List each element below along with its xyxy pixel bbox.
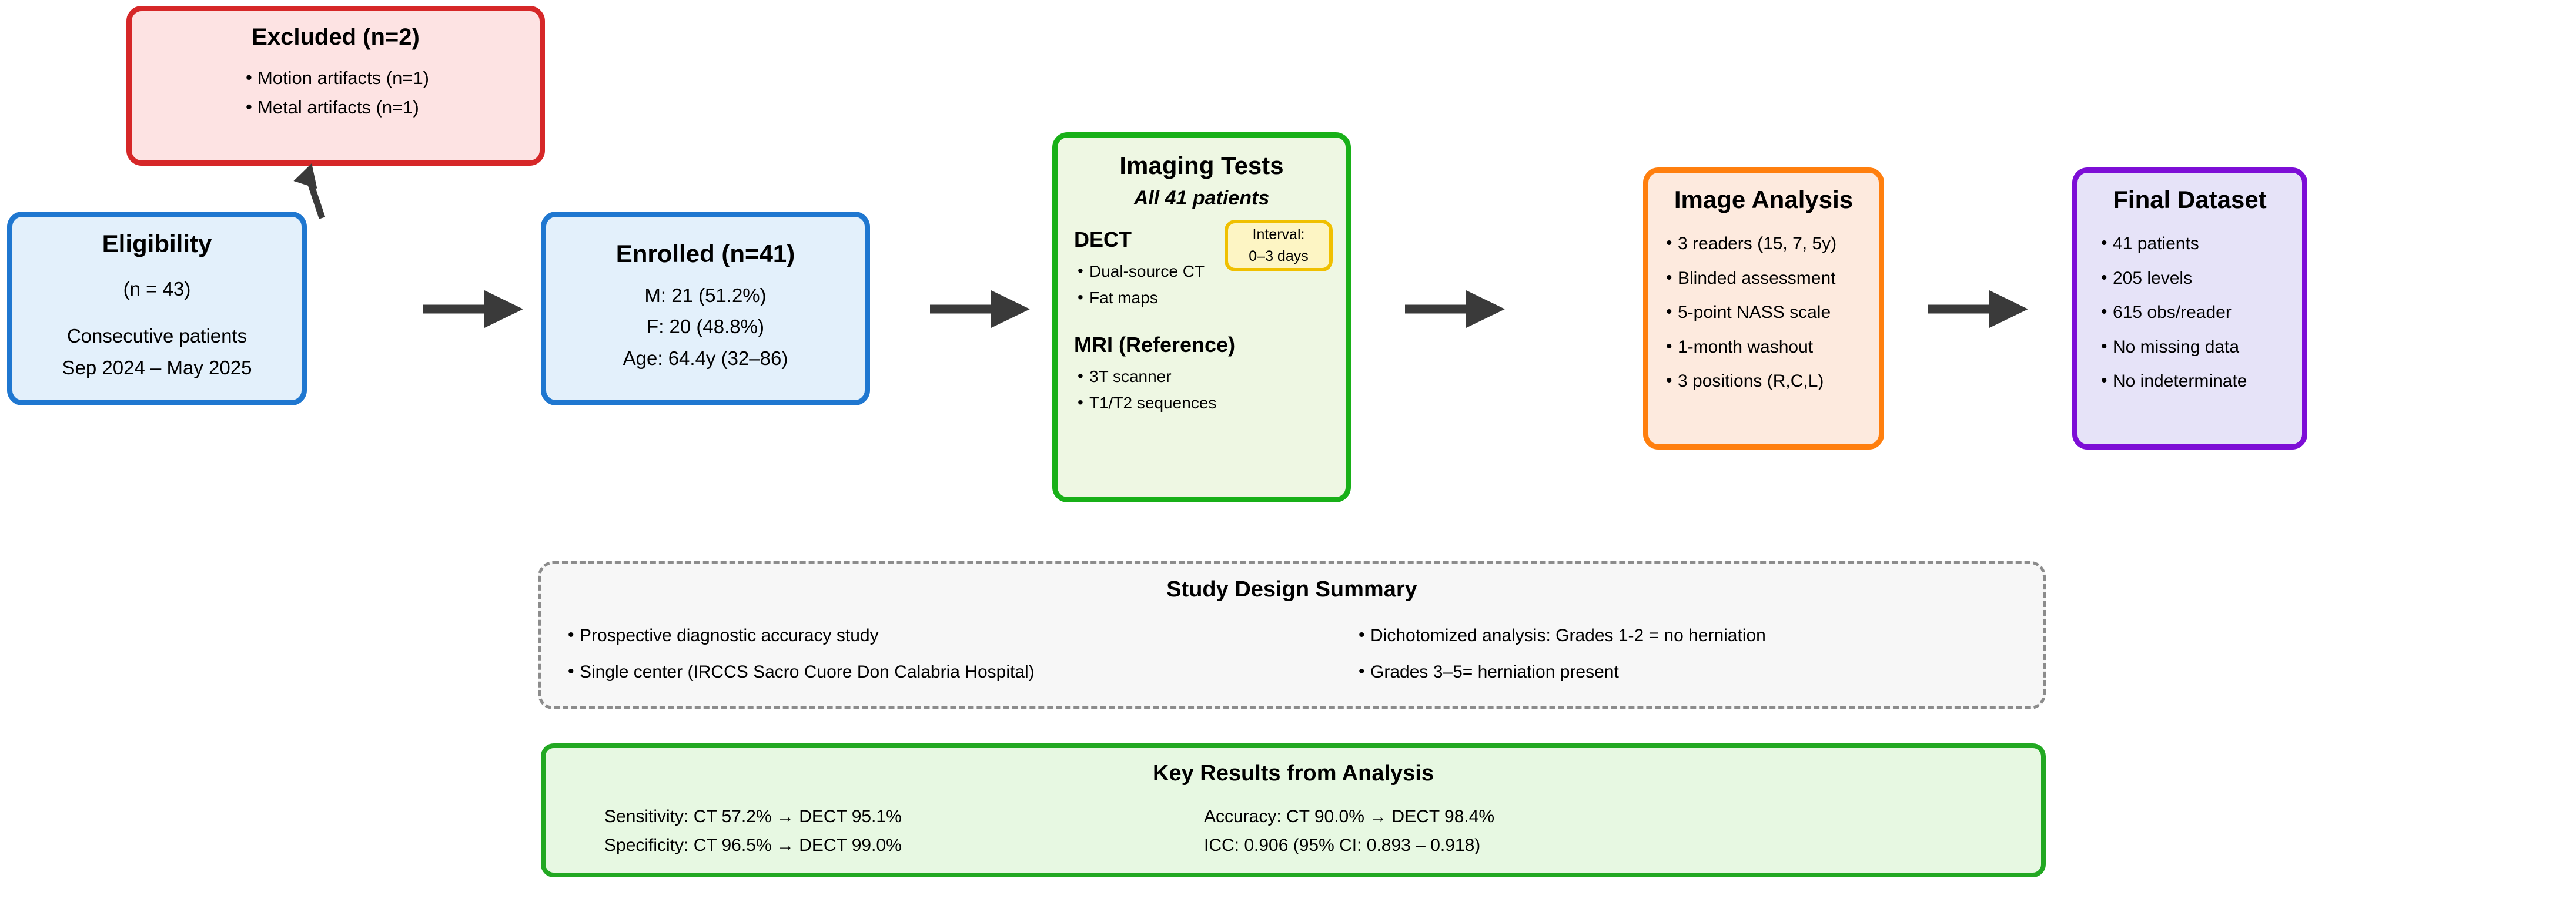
list-item: 1-month washout bbox=[1662, 330, 1836, 365]
node-imaging-title: Imaging Tests bbox=[1119, 152, 1284, 179]
list-item: No indeterminate bbox=[2097, 364, 2247, 399]
list-item: T1/T2 sequences bbox=[1074, 389, 1235, 416]
study-design-left-list: Prospective diagnostic accuracy study Si… bbox=[564, 617, 1355, 690]
study-design-right-list: Dichotomized analysis: Grades 1-2 = no h… bbox=[1355, 617, 2043, 690]
node-final-title: Final Dataset bbox=[2113, 186, 2267, 213]
list-item: Motion artifacts (n=1) bbox=[242, 63, 429, 93]
list-item: 205 levels bbox=[2097, 261, 2247, 296]
key-results-line: Accuracy: CT 90.0% → DECT 98.4% bbox=[1204, 807, 1495, 826]
interval-value: 0–3 days bbox=[1249, 248, 1309, 264]
node-eligibility: Eligibility (n = 43) Consecutive patient… bbox=[7, 212, 307, 405]
key-results-line: ICC: 0.906 (95% CI: 0.893 – 0.918) bbox=[1204, 835, 1481, 855]
list-item: 5-point NASS scale bbox=[1662, 295, 1836, 330]
key-results-title: Key Results from Analysis bbox=[1153, 761, 1434, 786]
node-final-list: 41 patients 205 levels 615 obs/reader No… bbox=[2097, 226, 2247, 399]
node-enrolled-line-1: M: 21 (51.2%) bbox=[644, 284, 767, 306]
dect-list: Dual-source CT Fat maps bbox=[1074, 257, 1205, 311]
flow-arrow-1 bbox=[423, 287, 529, 331]
node-imaging-subtitle: All 41 patients bbox=[1133, 187, 1270, 209]
key-results-columns: Sensitivity: CT 57.2% → DECT 95.1% Speci… bbox=[546, 803, 2041, 860]
interval-label: Interval: bbox=[1252, 226, 1305, 243]
node-eligibility-line-1: (n = 43) bbox=[123, 277, 191, 300]
mri-list: 3T scanner T1/T2 sequences bbox=[1074, 363, 1235, 417]
list-item: 3 positions (R,C,L) bbox=[1662, 364, 1836, 399]
node-image-analysis: Image Analysis 3 readers (15, 7, 5y) Bli… bbox=[1643, 167, 1884, 450]
node-analysis-title: Image Analysis bbox=[1674, 186, 1854, 213]
key-results-right-column: Accuracy: CT 90.0% → DECT 98.4% ICC: 0.9… bbox=[1204, 803, 2041, 860]
node-analysis-list: 3 readers (15, 7, 5y) Blinded assessment… bbox=[1662, 226, 1836, 399]
flow-arrow-2 bbox=[930, 287, 1036, 331]
study-design-left-column: Prospective diagnostic accuracy study Si… bbox=[541, 617, 1355, 690]
node-study-design-summary: Study Design Summary Prospective diagnos… bbox=[538, 561, 2046, 709]
key-results-line: Sensitivity: CT 57.2% → DECT 95.1% bbox=[604, 807, 902, 826]
node-key-results: Key Results from Analysis Sensitivity: C… bbox=[541, 743, 2046, 877]
mri-group: MRI (Reference) 3T scanner T1/T2 sequenc… bbox=[1074, 333, 1235, 417]
list-item: Dual-source CT bbox=[1074, 257, 1205, 284]
flow-arrow-4 bbox=[1928, 287, 2034, 331]
node-enrolled: Enrolled (n=41) M: 21 (51.2%) F: 20 (48.… bbox=[541, 212, 870, 405]
list-item: No missing data bbox=[2097, 330, 2247, 365]
study-design-right-column: Dichotomized analysis: Grades 1-2 = no h… bbox=[1355, 617, 2043, 690]
list-item: 3 readers (15, 7, 5y) bbox=[1662, 226, 1836, 261]
list-item: Single center (IRCCS Sacro Cuore Don Cal… bbox=[564, 653, 1355, 690]
study-design-columns: Prospective diagnostic accuracy study Si… bbox=[541, 617, 2043, 690]
list-item: 41 patients bbox=[2097, 226, 2247, 261]
list-item: Metal artifacts (n=1) bbox=[242, 92, 429, 122]
list-item: Blinded assessment bbox=[1662, 261, 1836, 296]
key-results-left-column: Sensitivity: CT 57.2% → DECT 95.1% Speci… bbox=[546, 803, 1204, 860]
node-eligibility-title: Eligibility bbox=[102, 229, 212, 257]
list-item: Grades 3–5= herniation present bbox=[1355, 653, 2043, 690]
node-final-dataset: Final Dataset 41 patients 205 levels 615… bbox=[2072, 167, 2307, 450]
node-excluded: Excluded (n=2) Motion artifacts (n=1) Me… bbox=[126, 6, 545, 166]
node-excluded-list: Motion artifacts (n=1) Metal artifacts (… bbox=[242, 63, 429, 122]
list-item: Prospective diagnostic accuracy study bbox=[564, 617, 1355, 654]
node-eligibility-line-2: Consecutive patients bbox=[66, 324, 247, 347]
node-excluded-title: Excluded (n=2) bbox=[252, 24, 420, 50]
dect-group: DECT Dual-source CT Fat maps bbox=[1074, 227, 1205, 311]
node-enrolled-line-3: Age: 64.4y (32–86) bbox=[623, 347, 788, 369]
node-imaging-tests: Imaging Tests All 41 patients DECT Dual-… bbox=[1052, 132, 1351, 502]
node-enrolled-line-2: F: 20 (48.8%) bbox=[647, 316, 764, 338]
excluded-arrow bbox=[276, 162, 341, 220]
list-item: 3T scanner bbox=[1074, 363, 1235, 390]
node-enrolled-title: Enrolled (n=41) bbox=[615, 239, 795, 267]
key-results-line: Specificity: CT 96.5% → DECT 99.0% bbox=[604, 835, 902, 855]
node-eligibility-line-3: Sep 2024 – May 2025 bbox=[62, 357, 252, 379]
dect-heading: DECT bbox=[1074, 227, 1132, 252]
study-design-title: Study Design Summary bbox=[1166, 577, 1417, 602]
list-item: 615 obs/reader bbox=[2097, 295, 2247, 330]
node-interval-badge: Interval: 0–3 days bbox=[1225, 220, 1333, 271]
list-item: Fat maps bbox=[1074, 284, 1205, 311]
flow-arrow-3 bbox=[1405, 287, 1511, 331]
list-item: Dichotomized analysis: Grades 1-2 = no h… bbox=[1355, 617, 2043, 654]
mri-heading: MRI (Reference) bbox=[1074, 332, 1236, 357]
